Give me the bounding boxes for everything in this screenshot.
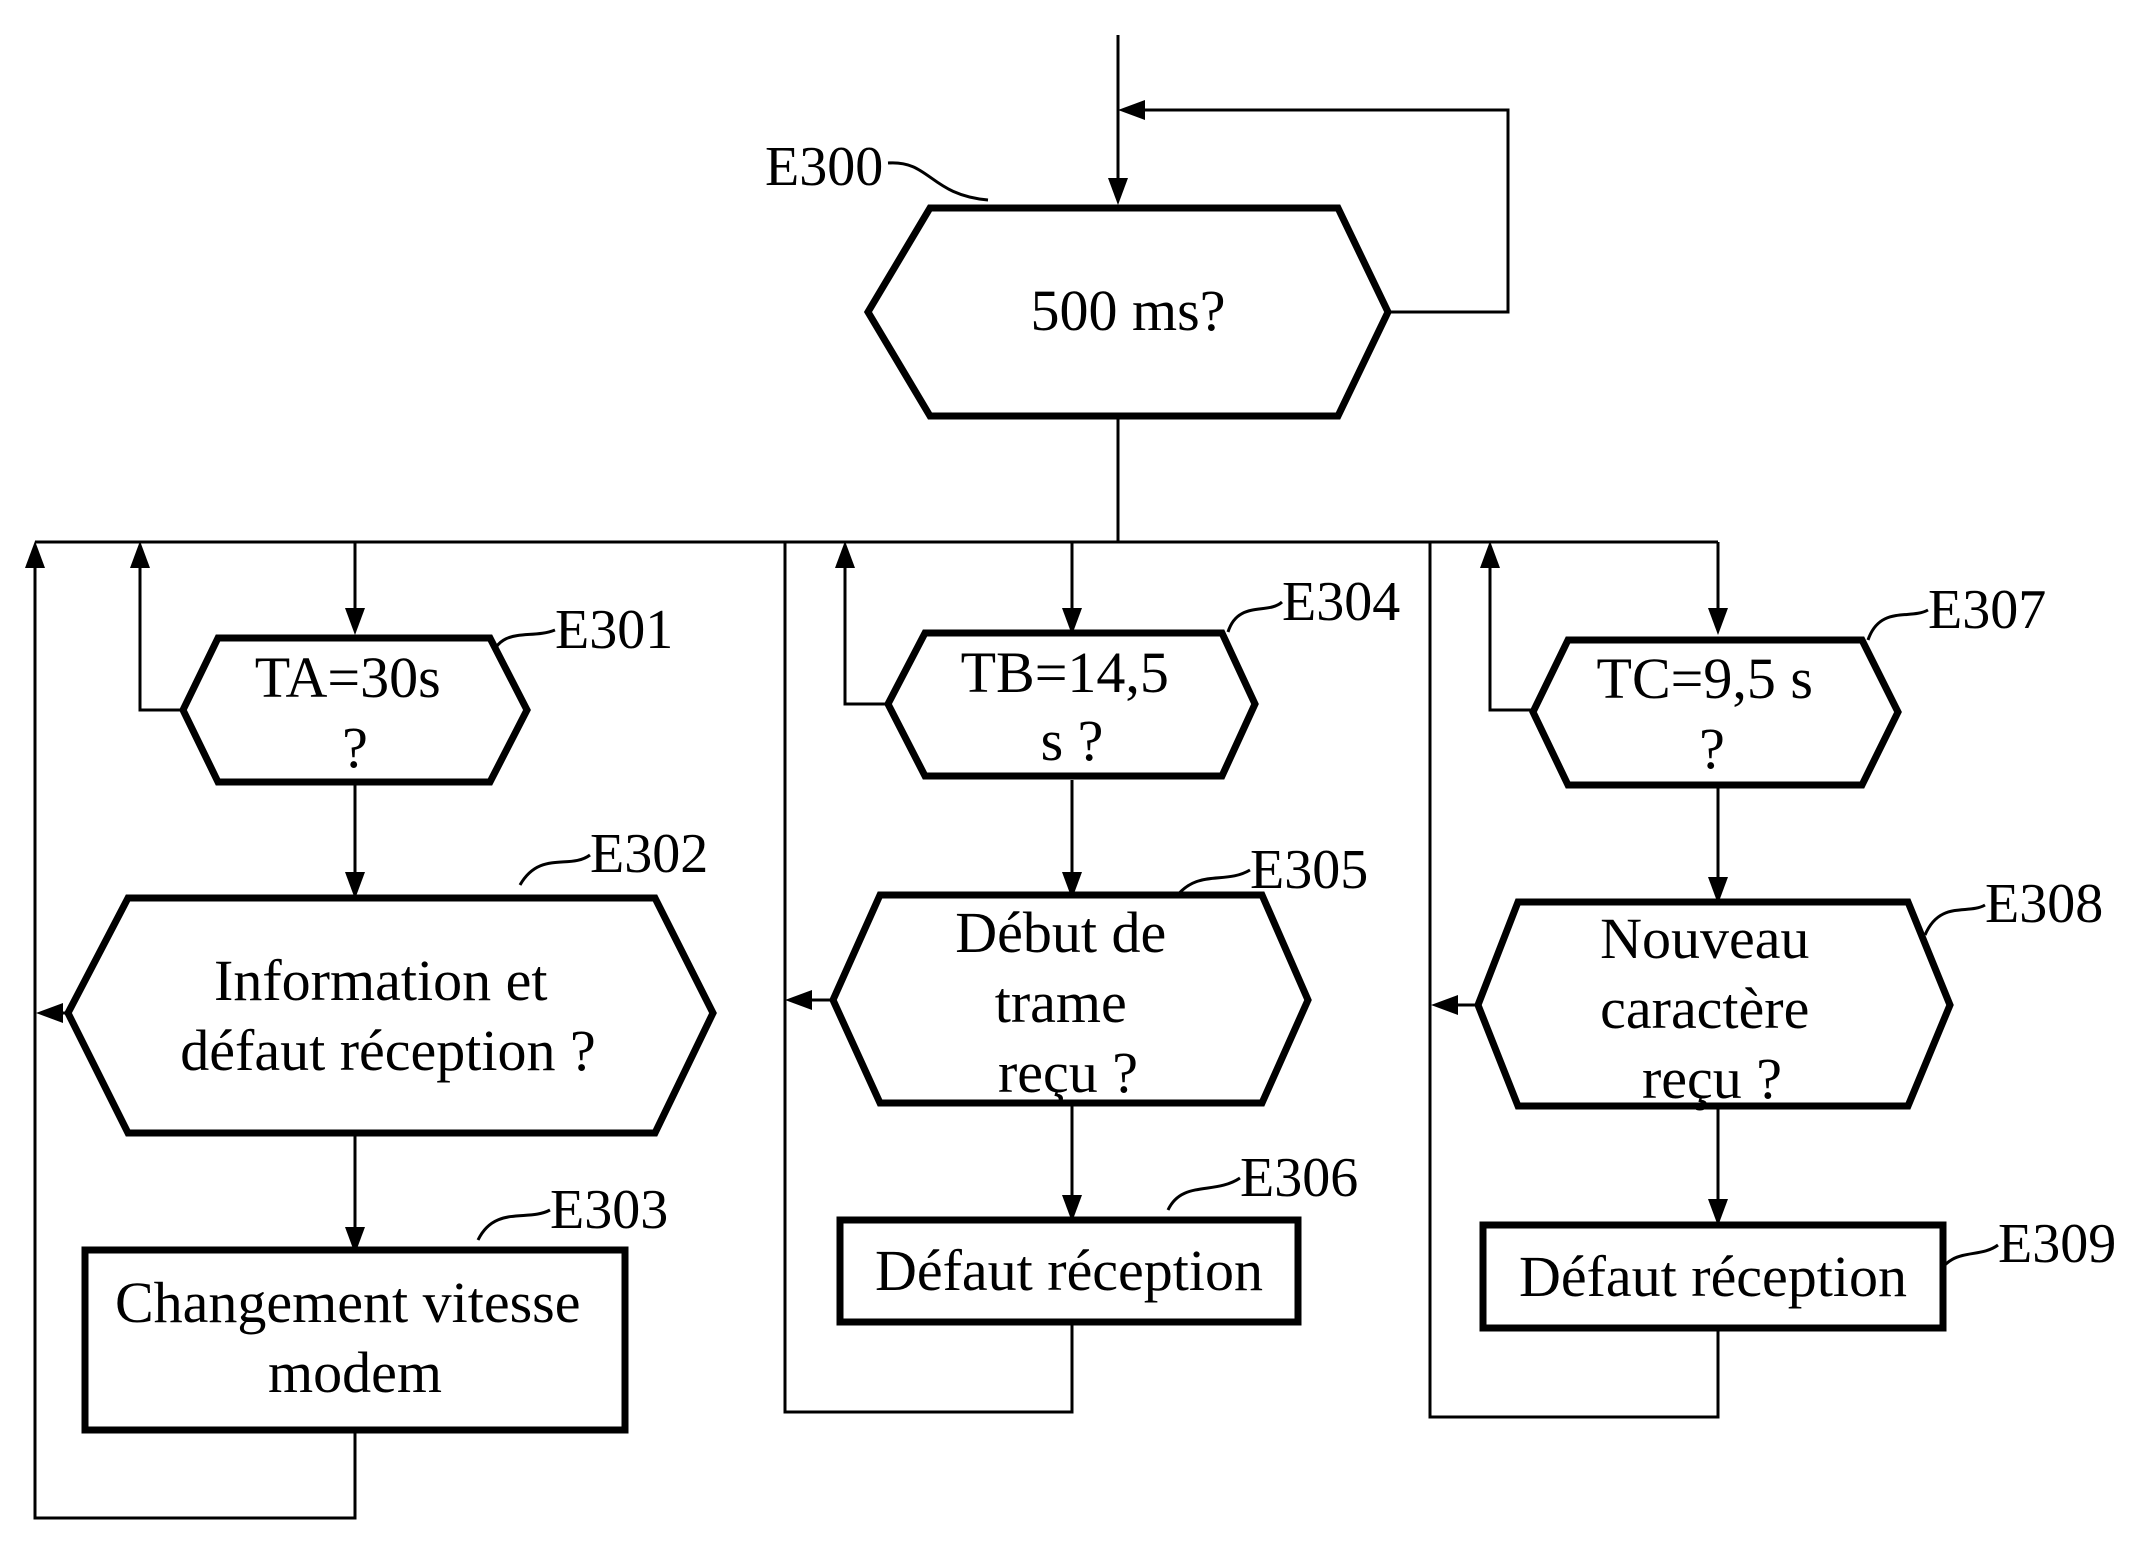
col-c-up-arrowhead (1480, 541, 1500, 568)
step-label-e309: E309 (1998, 1213, 2116, 1275)
step-label-e304: E304 (1282, 571, 1400, 633)
col-b-up-arrowhead (835, 541, 855, 568)
node-e309: Défaut réception (1483, 1225, 1943, 1328)
e305-side-arrowhead (785, 990, 812, 1010)
node-text: Défaut réception (875, 1238, 1263, 1303)
node-e301: TA=30s ? (183, 638, 527, 782)
e301-no-branch-line (140, 548, 183, 710)
node-e308: Nouveau caractère reçu ? (1478, 902, 1950, 1111)
e302-leader (520, 855, 590, 885)
step-label-e302: E302 (590, 823, 708, 885)
e300-leader (888, 163, 988, 200)
e308-leader (1925, 905, 1985, 935)
node-text: 500 ms? (1031, 278, 1226, 343)
step-label-e305: E305 (1250, 839, 1368, 901)
node-e303: Changement vitesse modem (85, 1250, 625, 1430)
node-text: Défaut réception (1519, 1244, 1907, 1309)
node-text-line: modem (268, 1340, 442, 1405)
node-e300: 500 ms? (868, 208, 1388, 416)
step-label-e303: E303 (550, 1179, 668, 1241)
e307-no-branch-line (1490, 548, 1533, 710)
node-text-line: Changement vitesse (115, 1270, 581, 1335)
node-text-line: TA=30s (255, 645, 441, 710)
node-text-line: 500 ms? (1031, 278, 1226, 343)
entry-arrowhead (1108, 178, 1128, 205)
node-e302: Information et défaut réception ? (68, 898, 713, 1133)
node-e305: Début de trame reçu ? (833, 895, 1308, 1105)
e304-no-branch-line (845, 548, 888, 704)
step-label-e301: E301 (555, 599, 673, 661)
node-text-line: reçu ? (998, 1040, 1138, 1105)
node-e307: TC=9,5 s ? (1533, 640, 1898, 785)
node-e304: TB=14,5 s ? (888, 633, 1255, 776)
step-label-e300: E300 (765, 136, 883, 198)
node-text-line: Début de (955, 900, 1166, 965)
node-text-line: défaut réception ? (180, 1018, 595, 1083)
node-text-line: Nouveau (1600, 906, 1809, 971)
node-text-line: Information et (214, 948, 547, 1013)
node-text-line: Défaut réception (875, 1238, 1263, 1303)
step-label-e306: E306 (1240, 1147, 1358, 1209)
node-text-line: Défaut réception (1519, 1244, 1907, 1309)
e303-leader (478, 1210, 550, 1240)
e304-leader (1228, 602, 1282, 632)
node-text-line: TB=14,5 (961, 640, 1169, 705)
step-label-e308: E308 (1985, 873, 2103, 935)
e302-side-arrowhead (36, 1003, 63, 1023)
node-text-line: s ? (1041, 708, 1104, 773)
e306-leader (1168, 1178, 1240, 1210)
node-text-line: TC=9,5 s (1597, 646, 1813, 711)
decision-shape (68, 898, 713, 1133)
node-e306: Défaut réception (840, 1220, 1298, 1322)
col-a-up-arrowhead (130, 541, 150, 568)
node-text-line: ? (1699, 716, 1725, 781)
e301-arrowhead (345, 608, 365, 635)
col-a-return-arrowhead (25, 541, 45, 568)
node-text-line: caractère (1600, 976, 1809, 1041)
step-label-e307: E307 (1928, 579, 2046, 641)
e308-side-arrowhead (1431, 995, 1458, 1015)
node-text-line: trame (995, 970, 1127, 1035)
e300-loop-arrowhead (1118, 100, 1145, 120)
e307-arrowhead (1708, 608, 1728, 635)
node-text-line: reçu ? (1642, 1046, 1782, 1111)
node-text-line: ? (342, 715, 368, 780)
e307-leader (1868, 610, 1928, 640)
